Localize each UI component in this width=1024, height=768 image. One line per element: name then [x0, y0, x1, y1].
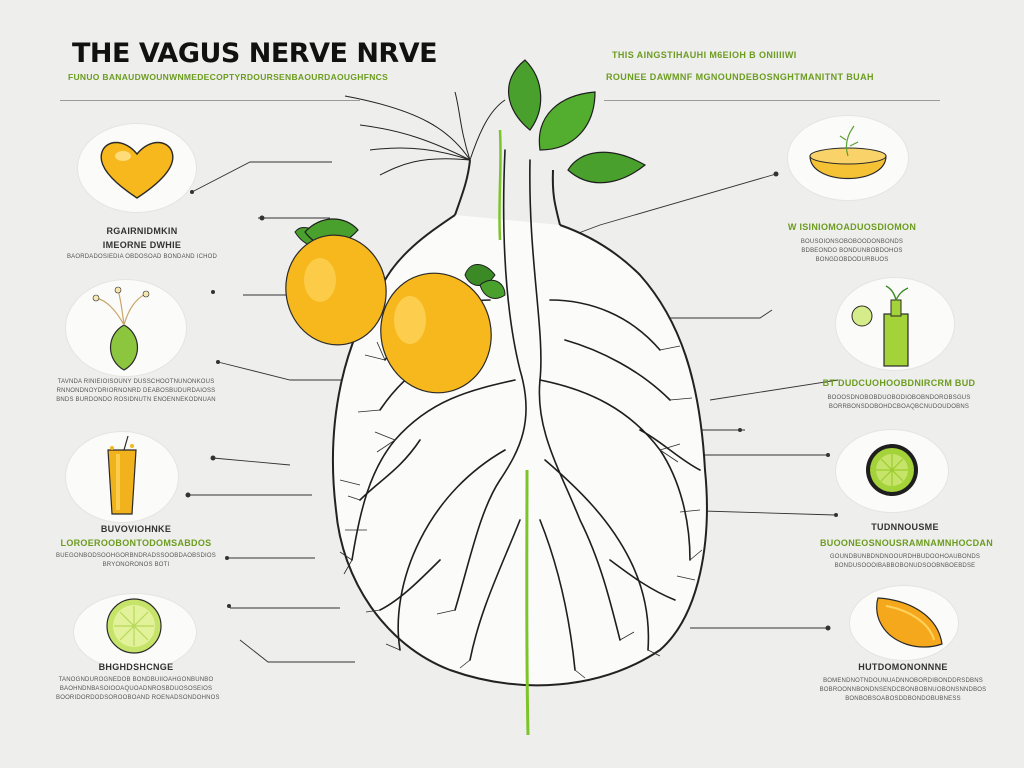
- orange-wedge-icon: [876, 597, 943, 648]
- right-label-3-line-2: BONDUSOOOIBABBOBONUDSOOBNBOEBDSE: [834, 563, 976, 569]
- header-rule-left: [60, 100, 360, 101]
- header-rule-right: [604, 100, 940, 101]
- green-bottle-icon: [851, 285, 909, 367]
- left-label-1: RGAIRNIDMKIN IMEORNE DWHIE BAORDADOSIEDI…: [62, 226, 222, 262]
- nerve-twigs: [339, 341, 703, 679]
- mango-fruits: [285, 234, 492, 394]
- right-label-1-line-2: BDBEONDO BONDUNBOBDOHOS: [801, 248, 903, 254]
- right-header-line-2: ROUNEE DAWMNF MGNOUNDEBOSNGHTMANITNT BUA…: [606, 72, 874, 82]
- neck-left: [454, 159, 471, 216]
- right-label-3-line-1: GOUNDBUNBDNDNOOURDHBUDOOHOAUBONDS: [829, 554, 981, 560]
- right-label-1-line-3: BONGDOBDODURBUOS: [815, 257, 889, 263]
- left-label-2-line-1: TAVNDA RINIEIOISOUNY DUSSCHOOTNUNONKOUS: [57, 379, 215, 385]
- green-stem: [525, 469, 530, 736]
- left-label-2: TAVNDA RINIEIOISOUNY DUSSCHOOTNUNONKOUS …: [56, 378, 216, 405]
- right-header-line-1: THIS AINGSTIHAUHI M6EIOH B ONIIIIWI: [612, 50, 797, 60]
- left-label-3-line-2: BRYONORONOS BOTI: [102, 562, 170, 568]
- left-label-3-title: BUVOVIOHNKE: [100, 524, 172, 534]
- right-label-2: BT DUDCUOHOOBDNIRCRM BUD BOOOSDNOBOBDUOB…: [814, 378, 984, 412]
- right-icon-circle-2: [836, 278, 954, 370]
- page-subtitle: FUNUO BANAUDWOUNWNMEDECOPTYRDOURSENBAOUR…: [68, 72, 389, 82]
- left-icon-circle-3: [66, 432, 178, 522]
- right-label-4-line-2: BOBROONNBONDNSENDCBONBOBNUOBONSNNDBOS: [819, 687, 987, 693]
- right-label-4-title: HUTDOMONONNNE: [858, 662, 948, 672]
- right-icon-circle-1: [788, 116, 908, 200]
- left-icon-circle-4: [74, 594, 196, 670]
- left-label-1-title: RGAIRNIDMKIN: [106, 226, 178, 236]
- left-label-2-line-3: BNDS BURDONDO ROSIDNUTN ENOENNEKODNUAN: [56, 397, 216, 403]
- left-label-1-line: BAORDADOSIEDIA OBDOSOAD BONDAND ICHOD: [66, 254, 218, 260]
- right-label-2-line-2: BORRBONSDOBOHDCBOAQBCNUDOUDOBNS: [828, 404, 970, 410]
- right-label-3-title: TUDNNOUSME: [871, 522, 939, 532]
- left-label-4-title: BHGHDSHCNGE: [98, 662, 174, 672]
- heart-icon: [100, 141, 174, 199]
- left-label-4-line-1: TANOGNDUROGNEDOB BONDBUIIOAHGONBUNBO: [58, 677, 214, 683]
- left-label-4: BHGHDSHCNGE TANOGNDUROGNEDOB BONDBUIIOAH…: [56, 662, 220, 703]
- lime-half-icon: [866, 444, 918, 496]
- left-label-4-line-2: BAOHNDNBASOIOOAQUOADNROSBDUOSOSEIOS: [59, 686, 213, 692]
- left-label-2-line-2: RNNONDNOYDRIORNONRD DEABOSBUDURDAIOSS: [56, 388, 216, 394]
- leader-dots: [185, 171, 838, 631]
- top-roots: [344, 91, 506, 176]
- right-label-4: HUTDOMONONNNE BOMENDNOTNDOUNUADNNOBORDIB…: [818, 662, 988, 704]
- right-label-2-title: BT DUDCUOHOOBDNIRCRM BUD: [822, 378, 976, 388]
- right-label-4-line-1: BOMENDNOTNDOUNUADNNOBORDIBONDDRSDBNS: [823, 678, 983, 684]
- left-label-3-subtitle: LOROEROOBONTODOMSABDOS: [60, 538, 212, 548]
- left-label-3-line-1: BUEGONBODSOOHGORBNDRADSSOOBDAOBSDIOS: [56, 553, 216, 559]
- bean-sprout-icon: [92, 286, 150, 371]
- right-label-1-title: W ISINIOMOADUOSDIOMON: [787, 222, 917, 232]
- left-label-4-line-3: BOORIDORDODSOROOBOAND ROENADSONDOHNOS: [56, 695, 220, 701]
- left-icon-circle-1: [78, 124, 196, 212]
- right-icon-circle-3: [836, 430, 948, 512]
- lime-slice-icon: [106, 598, 162, 654]
- left-label-3: BUVOVIOHNKE LOROEROOBONTODOMSABDOS BUEGO…: [56, 524, 216, 570]
- right-label-3-subtitle: BUOONEOSNOUSRAMNAMNHOCDAN: [820, 538, 993, 548]
- neck-right: [551, 169, 561, 226]
- right-label-1: W ISINIOMOADUOSDIOMON BOUSOIONSOBOBOODON…: [772, 222, 932, 265]
- left-icon-circle-2: [66, 280, 186, 376]
- lung-outline: [331, 214, 708, 687]
- tea-bowl-icon: [809, 125, 887, 180]
- right-label-2-line-1: BOOOSDNOBOBDUOBODIOBOBNDOROBSGUS: [827, 395, 971, 401]
- right-icon-circle-4: [850, 586, 958, 660]
- left-label-1-subtitle: IMEORNE DWHIE: [102, 240, 182, 250]
- juice-glass-icon: [107, 435, 137, 515]
- right-label-4-line-3: BONBOBSOABOSDDBONDOBUBNESS: [845, 696, 961, 702]
- right-label-3: TUDNNOUSME BUOONEOSNOUSRAMNAMNHOCDAN GOU…: [820, 522, 993, 571]
- green-stem-top: [498, 129, 502, 241]
- right-label-1-line-1: BOUSOIONSOBOBOODONBONDS: [800, 239, 904, 245]
- page-title: THE VAGUS NERVE NRVE: [72, 38, 438, 69]
